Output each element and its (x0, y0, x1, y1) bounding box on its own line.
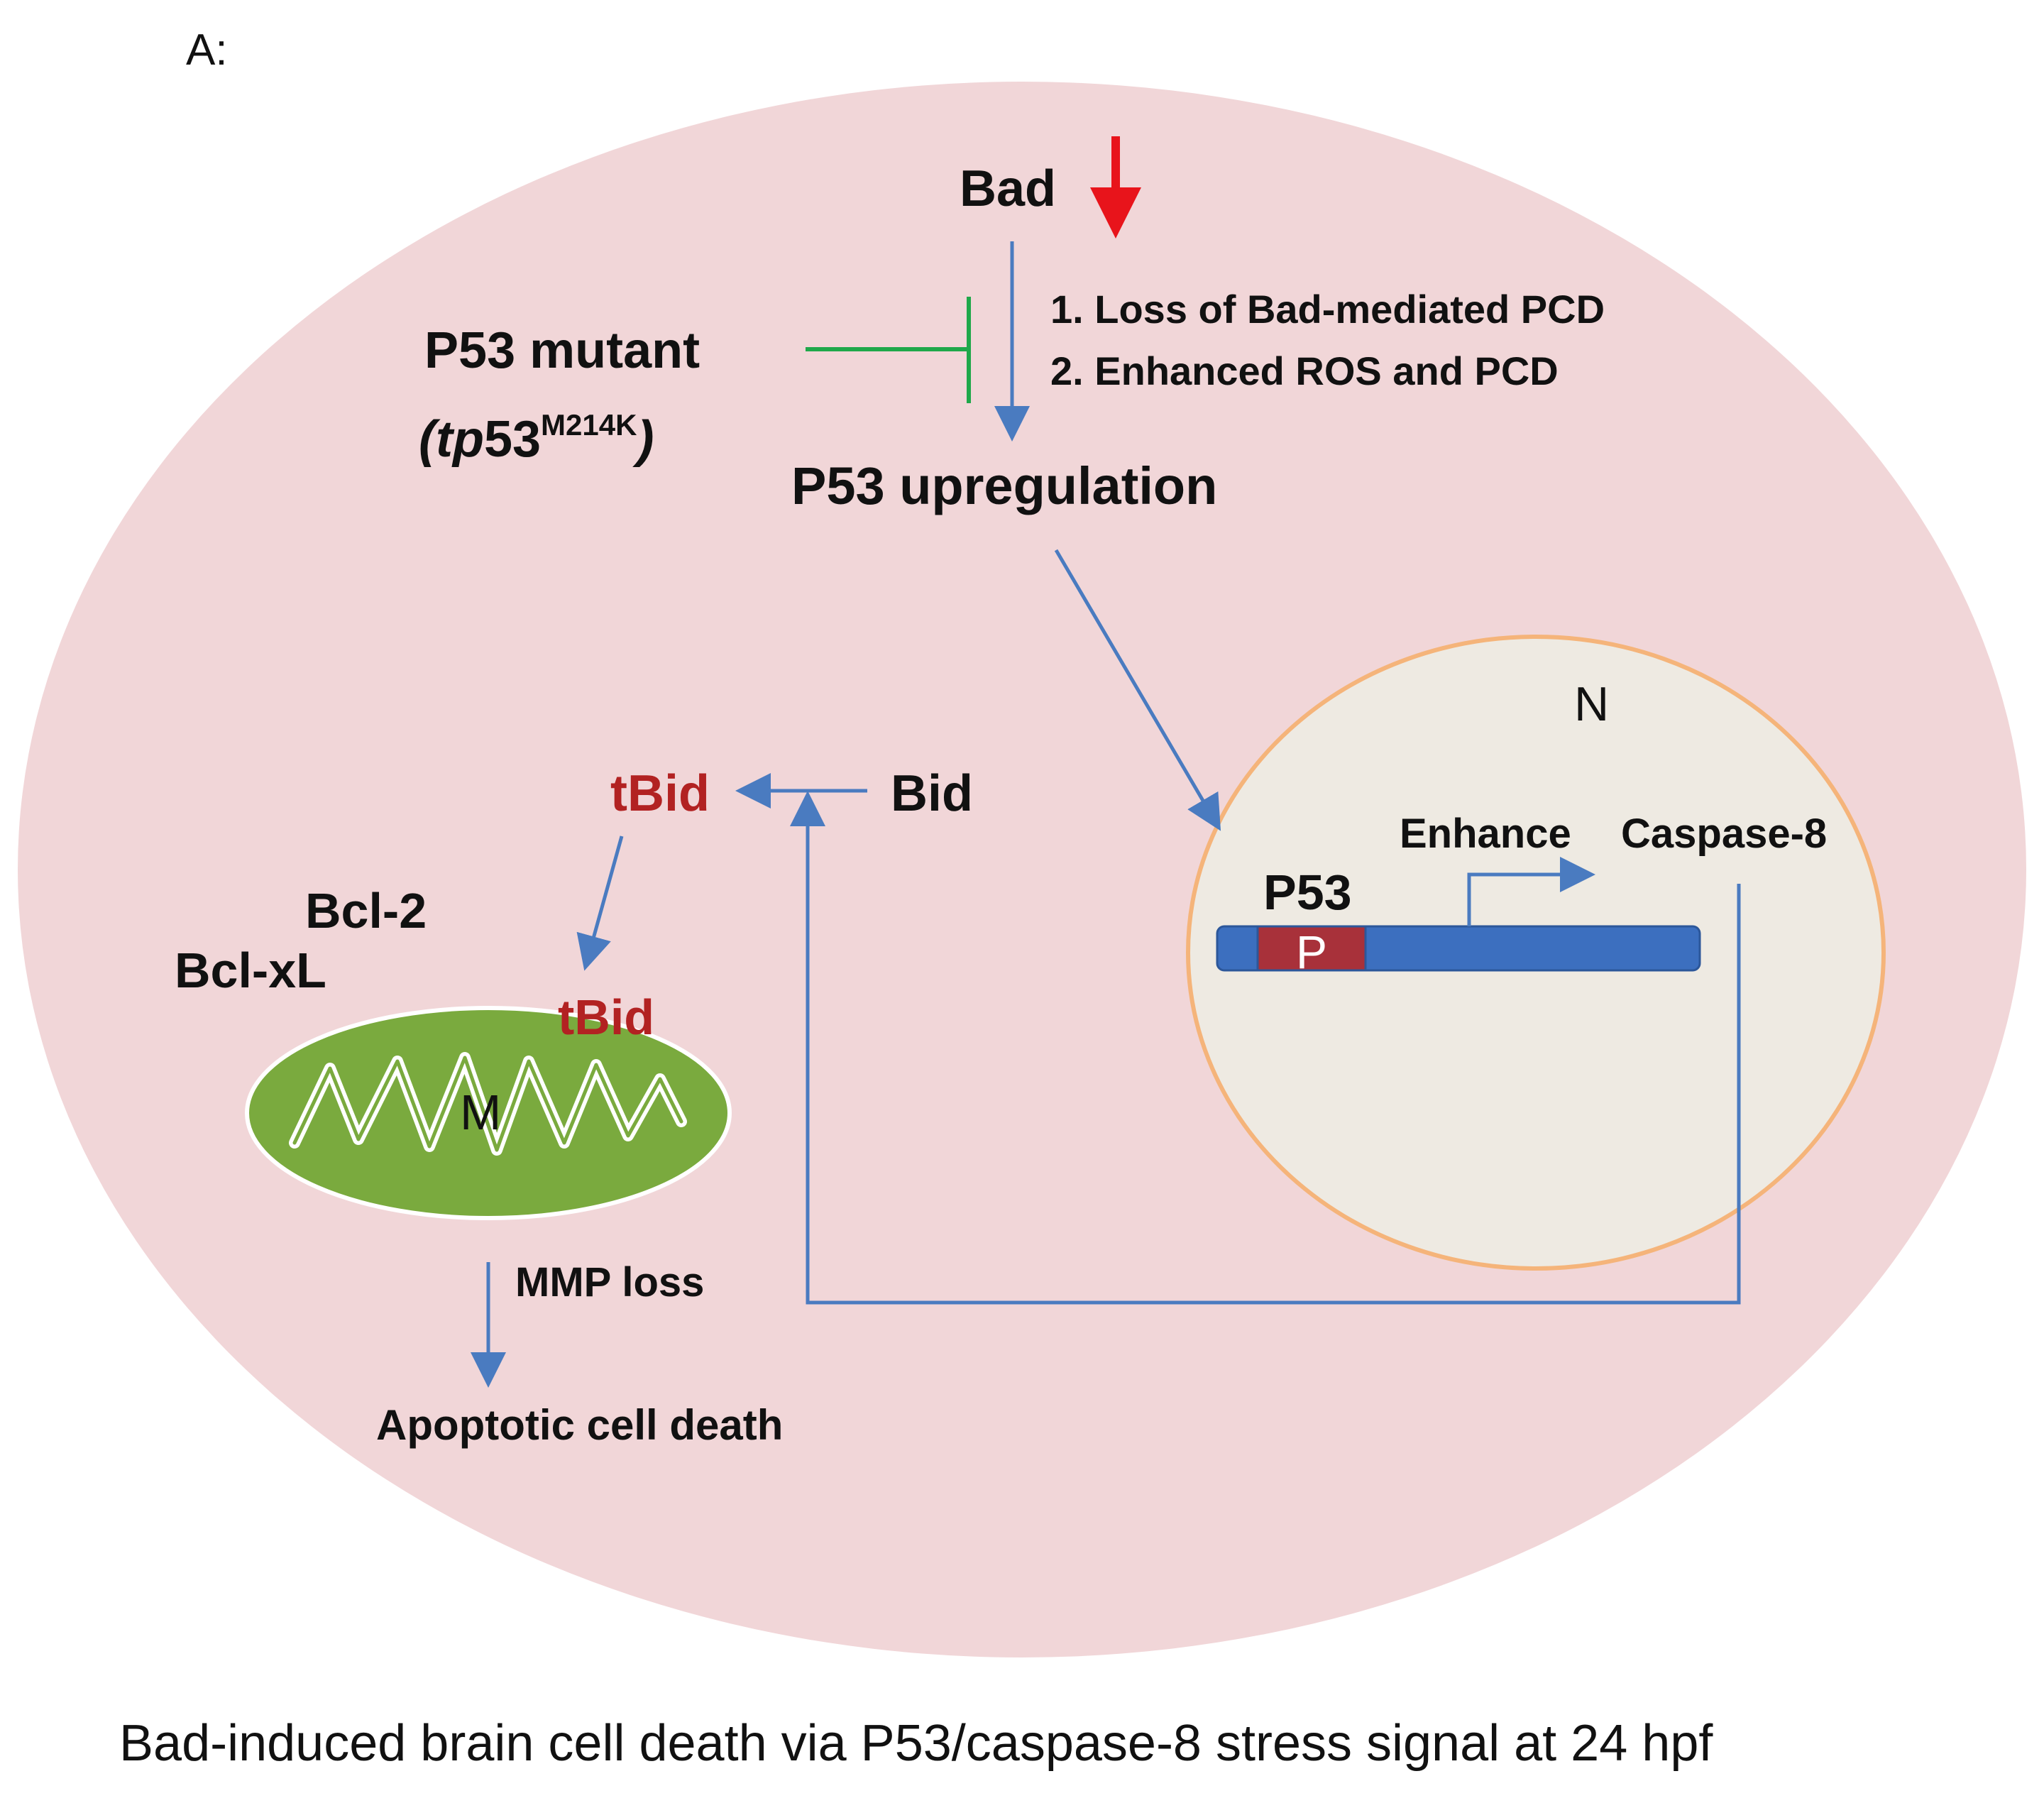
bclxl-label: Bcl-xL (175, 943, 326, 998)
enhance-arrow (1467, 857, 1595, 926)
allele-open: ( (419, 411, 436, 468)
mmp-loss-label: MMP loss (515, 1259, 705, 1305)
figure-caption: Bad-induced brain cell death via P53/cas… (119, 1715, 1713, 1772)
p53-mutant-label: P53 mutant (424, 322, 700, 379)
caspase8-feedback-arrow (790, 791, 1741, 1305)
p53-gene-label: P53 (1263, 865, 1352, 920)
promoter-label: P (1296, 926, 1328, 978)
bid-label: Bid (891, 765, 973, 822)
bcl2-label: Bcl-2 (305, 883, 427, 938)
caspase8-label: Caspase-8 (1621, 811, 1828, 857)
mitochondrion-label: M (460, 1085, 502, 1140)
step-1-label: 1. Loss of Bad-mediated PCD (1050, 287, 1605, 331)
allele-number: 53 (483, 411, 542, 468)
step-2-label: 2. Enhanced ROS and PCD (1050, 349, 1559, 393)
enhance-label: Enhance (1400, 811, 1571, 857)
tbid-to-mito-arrow (576, 835, 624, 971)
allele-superscript: M214K (541, 408, 637, 442)
allele-close: ) (637, 411, 654, 468)
p53-upregulation-label: P53 upregulation (791, 456, 1218, 515)
p53-to-nucleus-arrow (1054, 549, 1221, 831)
bad-label: Bad (960, 160, 1057, 217)
tbid-mito-label: tBid (558, 990, 655, 1045)
panel-label: A: (186, 26, 228, 75)
p53-promoter-box (1256, 925, 1367, 972)
allele-gene: tp (435, 411, 484, 468)
nucleus-label: N (1574, 677, 1610, 731)
allele-label: (tp53M214K) (419, 408, 654, 468)
tbid-cytosol-label: tBid (610, 765, 710, 822)
apoptotic-death-label: Apoptotic cell death (376, 1401, 784, 1449)
